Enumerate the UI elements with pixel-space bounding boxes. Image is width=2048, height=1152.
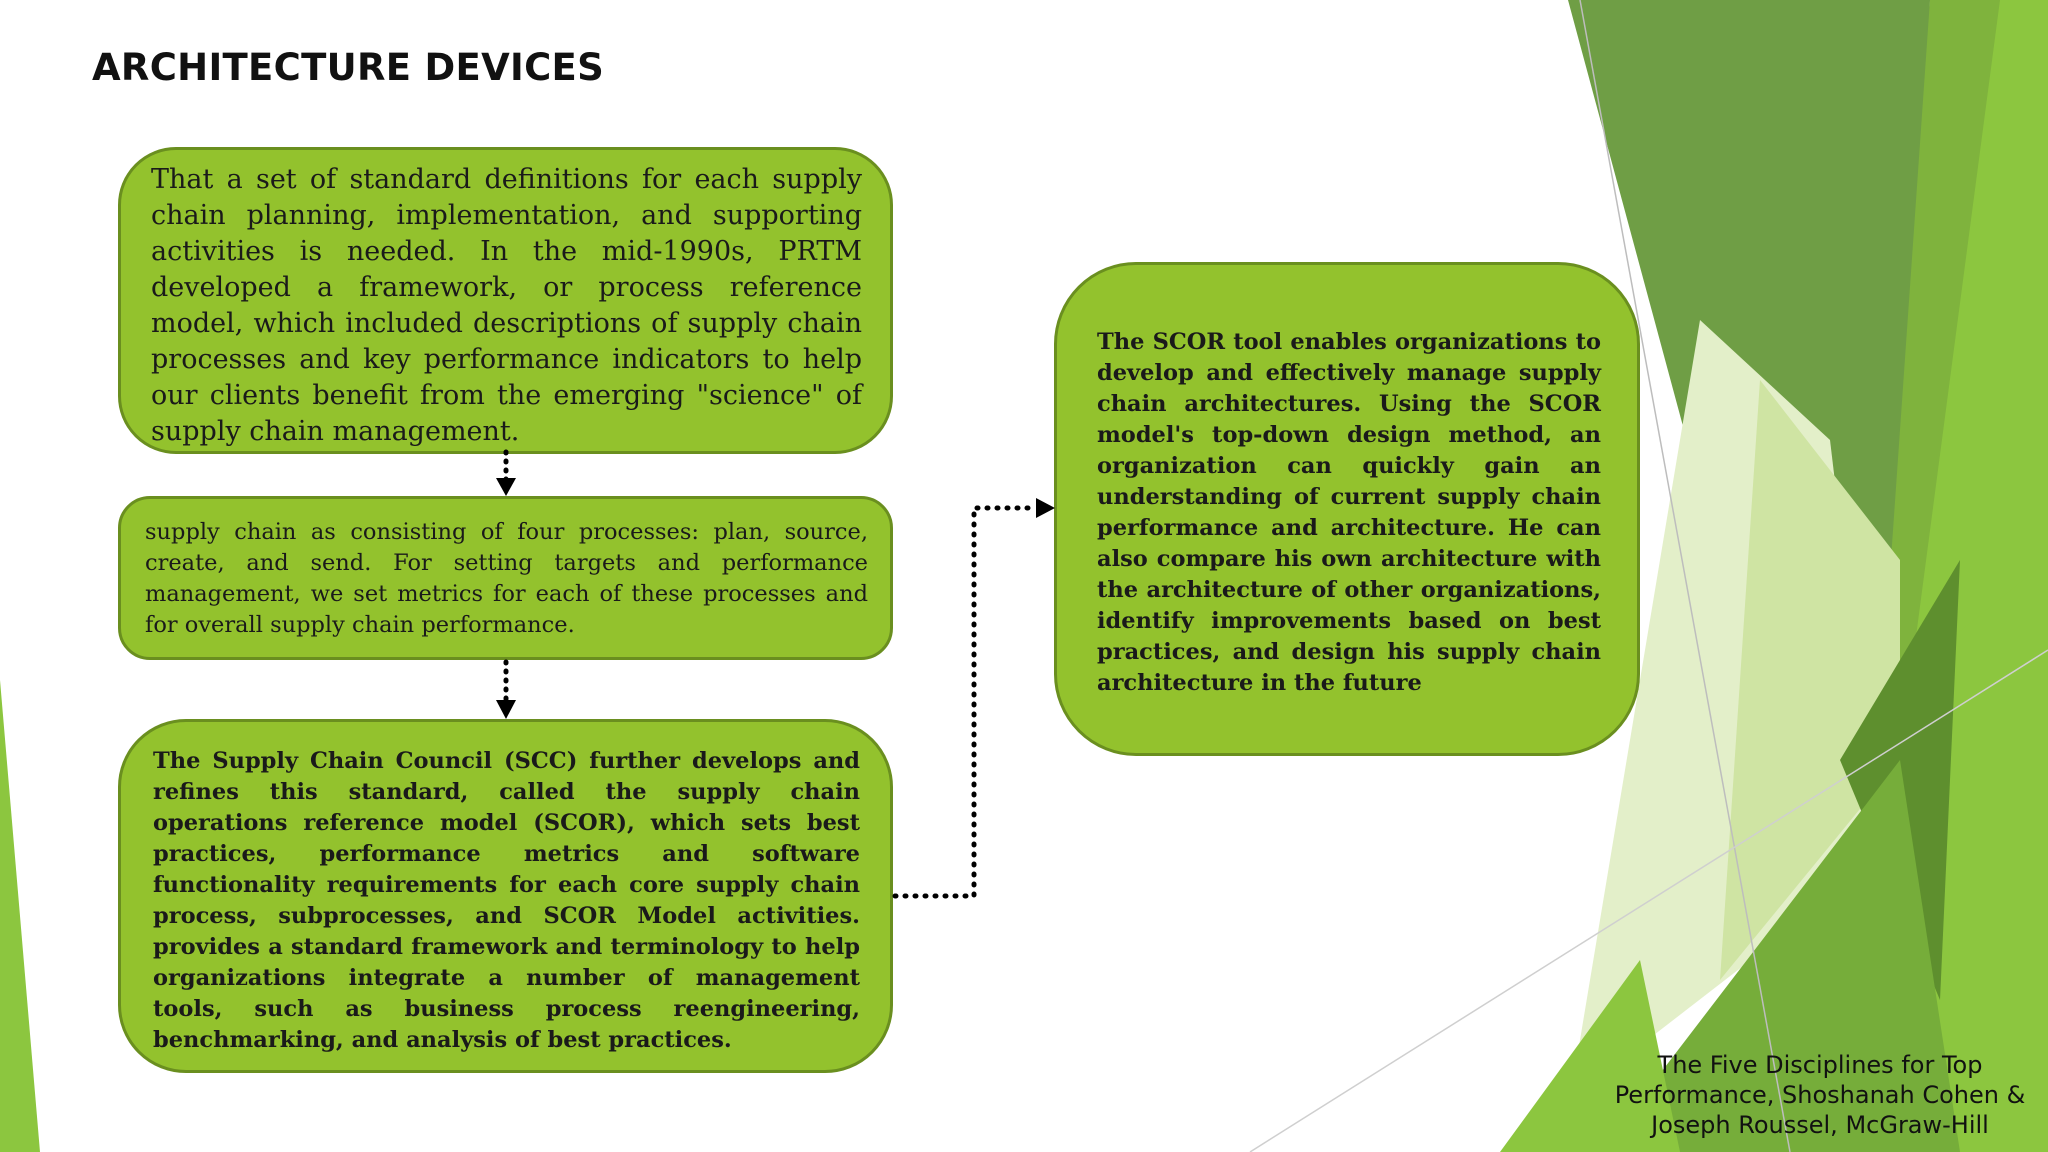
- scc-text: The Supply Chain Council (SCC) further d…: [153, 748, 860, 1053]
- definitions-box: That a set of standard definitions for e…: [118, 147, 893, 454]
- light-green-facet: [1720, 380, 1900, 980]
- citation: The Five Disciplines for Top Performance…: [1610, 1050, 2030, 1140]
- decor-line-1: [1579, 0, 1791, 1152]
- four-processes-box: supply chain as consisting of four proce…: [118, 496, 893, 660]
- bottom-green-facet: [1600, 760, 1960, 1152]
- definitions-text: That a set of standard definitions for e…: [151, 164, 862, 447]
- scor-tool-text: The SCOR tool enables organizations to d…: [1097, 329, 1601, 696]
- mid-green-facet: [1870, 0, 2000, 860]
- citation-line-2: Performance, Shoshanah Cohen &: [1614, 1081, 2026, 1109]
- slide-title: ARCHITECTURE DEVICES: [92, 46, 605, 89]
- four-processes-text: supply chain as consisting of four proce…: [145, 519, 868, 638]
- scc-box: The Supply Chain Council (SCC) further d…: [118, 719, 893, 1073]
- citation-line-3: Joseph Roussel, McGraw-Hill: [1651, 1111, 1989, 1139]
- decor-line-2: [1249, 649, 2048, 1152]
- corner-green-facet: [1500, 960, 1680, 1152]
- left-green-sliver: [0, 680, 40, 1152]
- citation-line-1: The Five Disciplines for Top: [1657, 1051, 1983, 1079]
- scor-tool-box: The SCOR tool enables organizations to d…: [1054, 262, 1640, 756]
